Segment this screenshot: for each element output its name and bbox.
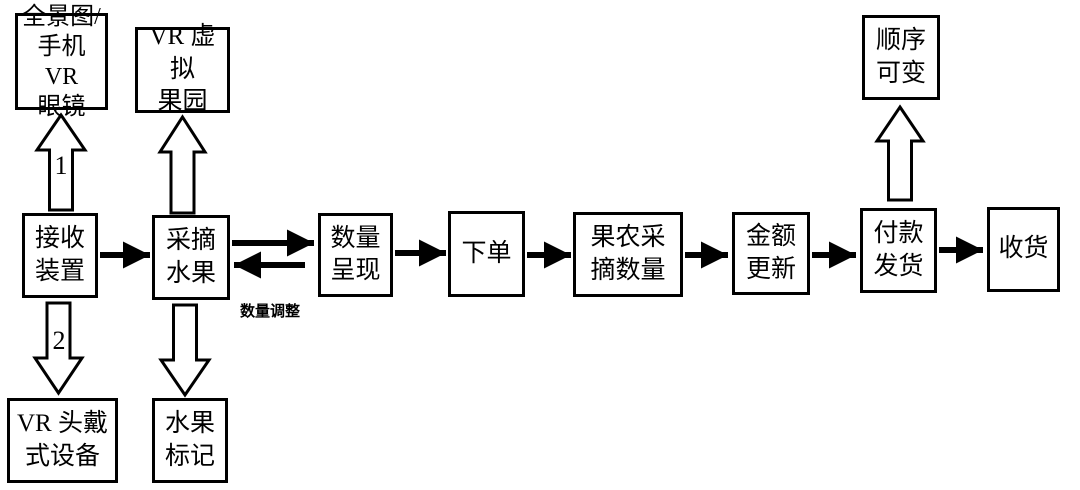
branch-label-1: 1 <box>54 151 68 180</box>
node-pay-ship-label: 付款 发货 <box>873 220 924 280</box>
node-receive-device-label: 接收 装置 <box>34 225 85 285</box>
node-pick-fruit-label: 采摘 水果 <box>165 227 216 287</box>
node-order-variable: 顺序 可变 <box>862 15 940 100</box>
node-panorama-phone-vr-glasses: 全景图/ 手机 VR 眼镜 <box>15 4 108 120</box>
quantity-adjust-caption: 数量调整 <box>240 303 301 320</box>
block-arrow-up-payship-to-ordervariable <box>874 104 926 202</box>
node-order-variable-label: 顺序 可变 <box>875 27 926 87</box>
node-amount-update: 金额 更新 <box>732 212 810 295</box>
node-receive-device: 接收 装置 <box>22 213 98 298</box>
node-pay-ship: 付款 发货 <box>860 208 937 293</box>
node-receive-goods-label: 收货 <box>998 235 1049 263</box>
node-place-order: 下单 <box>448 211 525 297</box>
node-vr-virtual-orchard: VR 虚拟 果园 <box>135 23 230 115</box>
node-place-order-label: 下单 <box>461 239 512 267</box>
node-vr-orchard-label: VR 虚拟 果园 <box>149 23 216 116</box>
node-quantity-display: 数量 呈现 <box>318 213 393 297</box>
block-arrow-down-receive-to-headset <box>32 301 85 396</box>
node-farmer-pick-quantity-label: 果农采 摘数量 <box>590 224 666 284</box>
node-farmer-pick-quantity: 果农采 摘数量 <box>573 212 683 297</box>
branch-label-2: 2 <box>52 326 66 355</box>
node-panorama-label: 全景图/ 手机 VR 眼镜 <box>22 3 101 120</box>
block-arrow-up-receive-to-panorama <box>34 112 88 212</box>
node-quantity-display-label: 数量 呈现 <box>330 224 381 285</box>
node-amount-update-label: 金额 更新 <box>745 223 796 283</box>
node-pick-fruit: 采摘 水果 <box>152 215 230 300</box>
block-arrow-up-pick-to-orchard <box>157 114 208 215</box>
node-fruit-mark-label: 水果 标记 <box>164 410 215 470</box>
block-arrow-down-pick-to-fruitmark <box>158 303 212 398</box>
node-receive-goods: 收货 <box>987 207 1060 292</box>
node-vr-headset-label: VR 头戴 式设备 <box>17 410 108 470</box>
node-vr-headset: VR 头戴 式设备 <box>7 398 118 483</box>
node-fruit-mark: 水果 标记 <box>152 398 228 483</box>
